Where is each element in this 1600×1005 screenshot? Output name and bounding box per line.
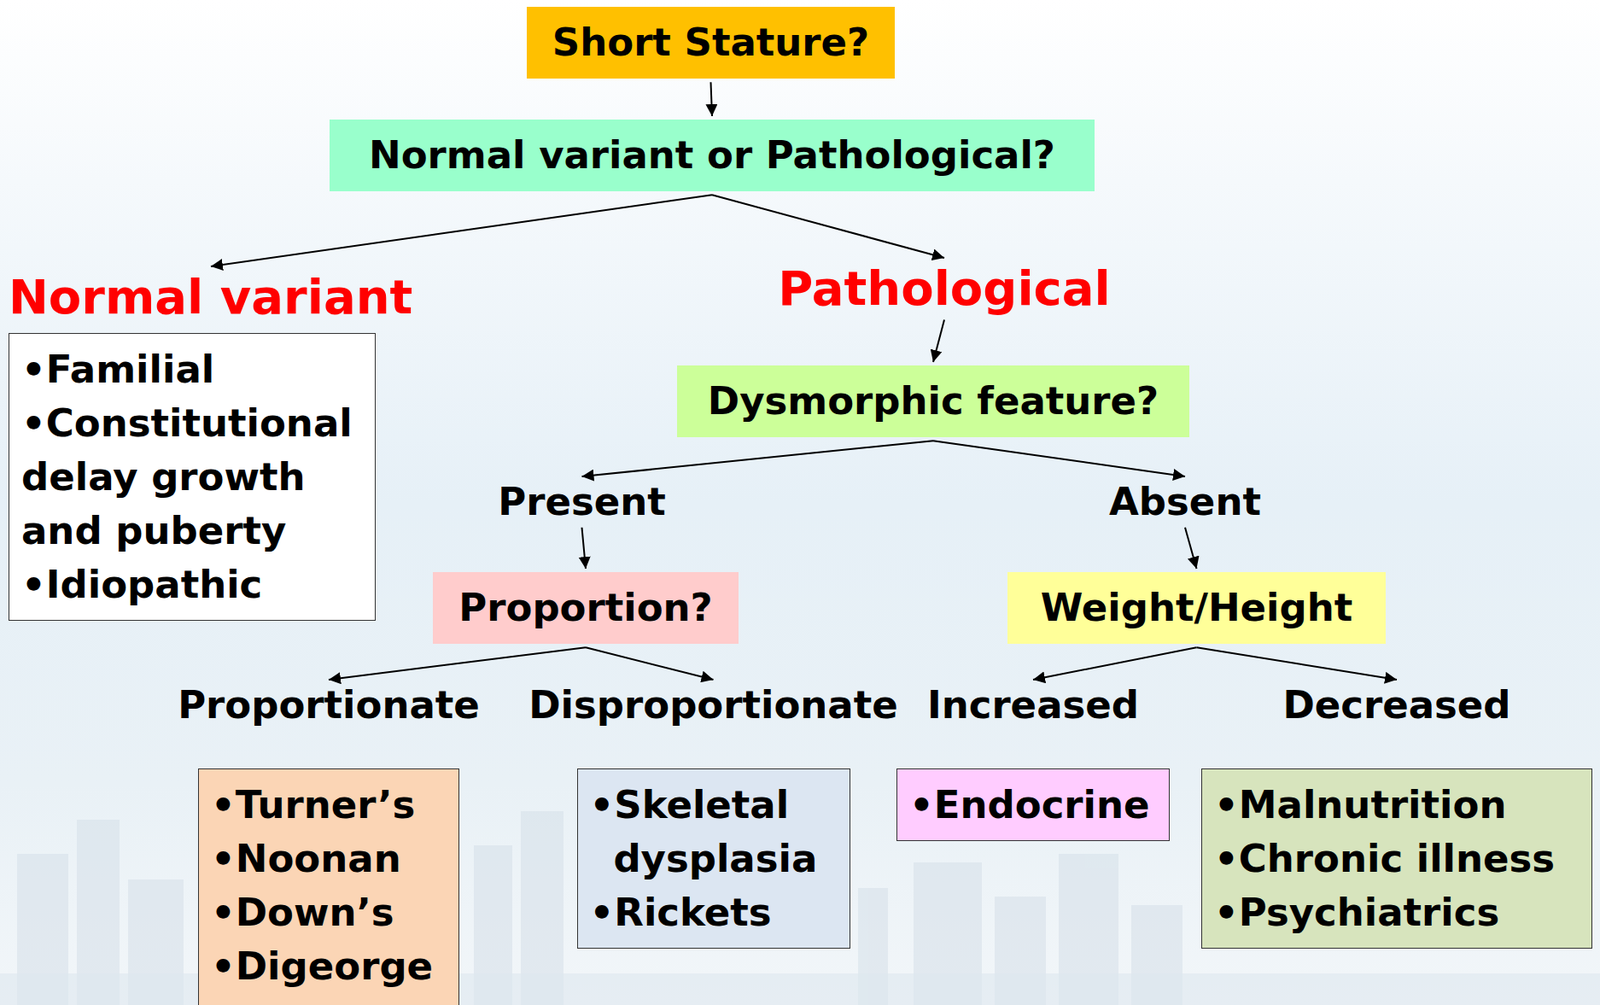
list-item: •Idiopathic (21, 557, 363, 612)
branch-heading: Pathological (777, 261, 1111, 316)
list-item: •Down’s (210, 885, 447, 940)
arrow-connector (933, 440, 1186, 477)
list-item: •Rickets (589, 885, 838, 940)
category-group: Disproportionate •Skeletal dysplasia•Rick… (528, 683, 899, 949)
list-item: •Malnutrition (1214, 777, 1580, 832)
branch-text: Pathological (777, 261, 1111, 316)
list-item: •Noonan (210, 831, 447, 886)
arrow-connector (1197, 647, 1398, 680)
list-item: •Psychiatrics (1214, 885, 1580, 940)
list-item: •Chronic illness (1214, 831, 1580, 886)
arrow-connector (712, 194, 945, 258)
branch-text: Present (497, 479, 666, 525)
arrow-connector (328, 647, 586, 680)
arrow-connector (933, 319, 945, 363)
list-box: •Familial•Constitutional delay growth an… (8, 332, 376, 621)
question-box: Proportion? (432, 572, 739, 644)
group-heading: Normal variant (8, 269, 413, 325)
arrow-connector (210, 194, 713, 267)
box-label: Weight/Height (1024, 583, 1369, 632)
category-group: Decreased •Malnutrition•Chronic illness•P… (1201, 683, 1593, 949)
branch-label: Present (497, 479, 666, 525)
arrow-connector (1033, 647, 1198, 680)
category-group: Proportionate •Turner’s•Noonan•Down’s•Dig… (177, 683, 480, 1005)
list-item: •Endocrine (909, 777, 1157, 832)
arrow-connector (582, 527, 587, 569)
list-item: •Skeletal dysplasia (589, 777, 838, 886)
list-box: •Turner’s•Noonan•Down’s•Digeorge (198, 768, 460, 1005)
start-box: Short Stature? (526, 6, 895, 79)
category-group: Increased •Endocrine (896, 683, 1170, 841)
arrow-connector (1185, 527, 1198, 569)
question-box: Dysmorphic feature? (677, 365, 1190, 438)
group-heading: Increased (927, 683, 1139, 728)
branch-label: Absent (1109, 479, 1262, 525)
arrow-connector (585, 647, 714, 680)
group-heading: Disproportionate (528, 683, 899, 728)
list-box: •Malnutrition•Chronic illness•Psychiatri… (1201, 768, 1593, 949)
group-heading: Proportionate (177, 683, 480, 728)
box-label: Short Stature? (543, 18, 878, 67)
list-box: •Endocrine (896, 768, 1170, 841)
group-heading: Decreased (1282, 683, 1511, 728)
arrow-connector (711, 81, 713, 117)
list-item: •Constitutional delay growth and puberty (21, 396, 363, 558)
box-label: Proportion? (449, 583, 722, 632)
arrow-connector (582, 440, 935, 477)
category-group: Normal variant •Familial•Constitutional d… (8, 269, 414, 621)
box-label: Normal variant or Pathological? (346, 131, 1078, 180)
list-item: •Familial (21, 342, 363, 397)
question-box: Normal variant or Pathological? (329, 119, 1095, 192)
branch-text: Absent (1109, 479, 1262, 525)
question-box: Weight/Height (1007, 572, 1386, 644)
list-item: •Digeorge (210, 939, 447, 993)
box-label: Dysmorphic feature? (694, 377, 1173, 426)
list-item: •Turner’s (210, 777, 447, 832)
list-box: •Skeletal dysplasia•Rickets (577, 768, 851, 949)
